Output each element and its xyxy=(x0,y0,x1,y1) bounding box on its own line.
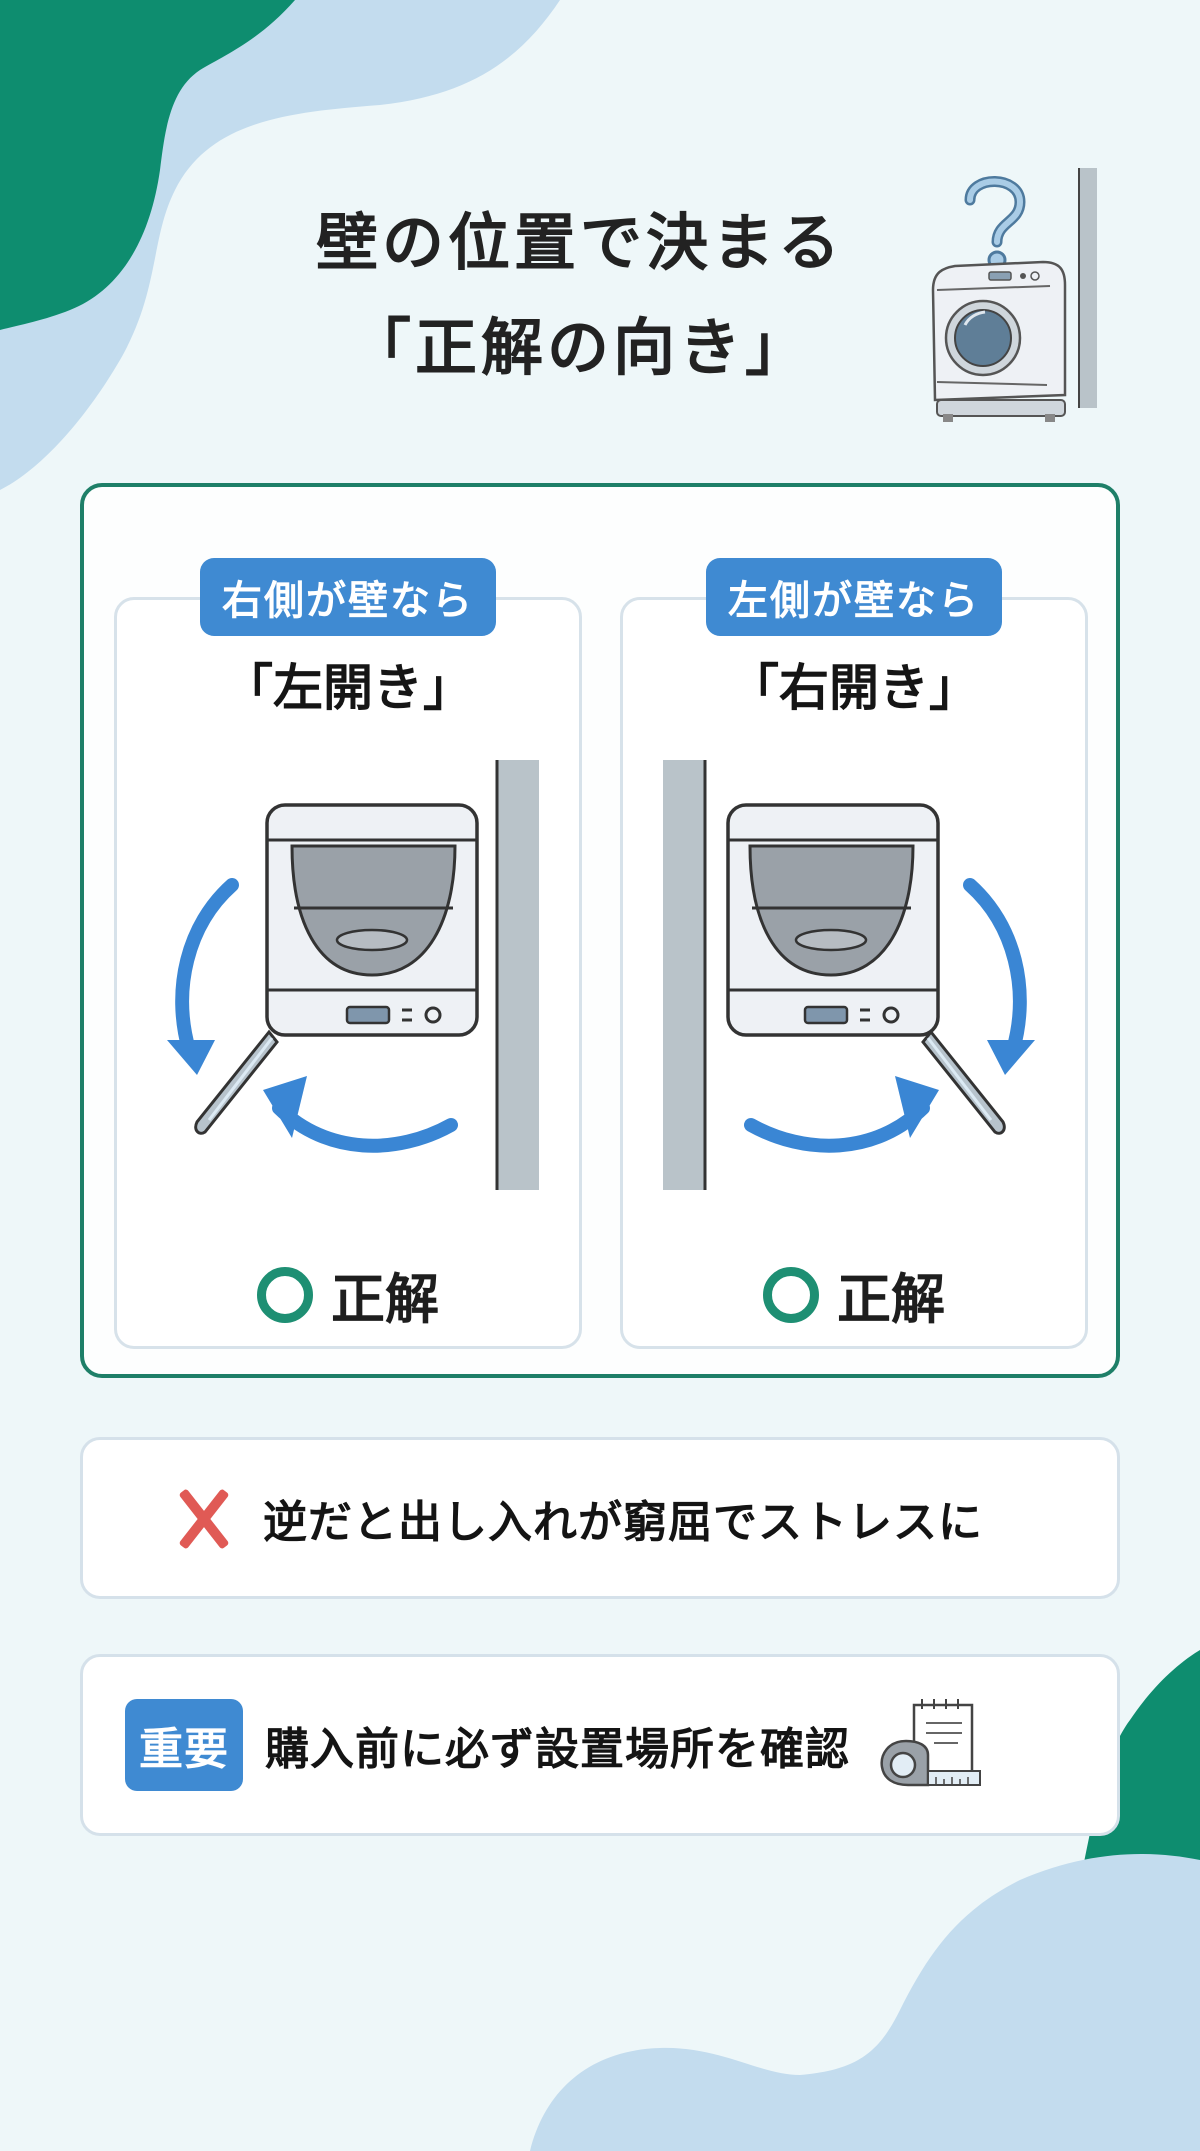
rotation-arrow-icon xyxy=(744,878,1035,1153)
title-illustration xyxy=(931,168,1097,422)
panel-wall-left: 左側が壁なら 「右開き」 xyxy=(620,558,1088,1349)
tape-measure-notepad-icon xyxy=(880,1699,981,1787)
cross-icon xyxy=(171,1486,235,1550)
panel-wall-right: 右側が壁なら 「左開き」 xyxy=(114,558,582,1349)
panel-result: 正解 xyxy=(117,1255,579,1334)
wall-icon xyxy=(1078,168,1097,408)
top-load-washer-icon xyxy=(265,803,479,1037)
panel-heading: 「右開き」 xyxy=(729,659,979,717)
open-door-icon xyxy=(921,1029,1006,1135)
panel-heading: 「左開き」 xyxy=(223,659,473,717)
open-door-icon xyxy=(194,1029,279,1135)
drum-washer-icon xyxy=(931,260,1067,422)
orientation-comparison-card: 右側が壁なら 「左開き」 xyxy=(80,483,1120,1378)
important-badge: 重要 xyxy=(125,1699,243,1791)
panel-tag: 右側が壁なら xyxy=(200,558,496,636)
rotation-arrow-icon xyxy=(167,878,458,1153)
panel-result: 正解 xyxy=(623,1255,1085,1334)
left-opening-washer-illustration xyxy=(167,760,539,1190)
question-mark-icon xyxy=(964,176,1026,270)
right-opening-washer-illustration xyxy=(663,760,1035,1190)
title-line-2: 「正解の向き」 xyxy=(348,311,811,384)
circle-ok-icon xyxy=(763,1266,819,1323)
title-line-1: 壁の位置で決まる xyxy=(315,206,844,279)
result-label: 正解 xyxy=(837,1268,945,1331)
top-load-washer-icon xyxy=(726,803,940,1037)
panel-tag: 左側が壁なら xyxy=(706,558,1002,636)
result-label: 正解 xyxy=(331,1268,439,1331)
warning-card: 逆だと出し入れが窮屈でストレスに xyxy=(80,1437,1120,1599)
circle-ok-icon xyxy=(257,1266,313,1323)
wall-icon xyxy=(495,760,539,1190)
wall-icon xyxy=(663,760,707,1190)
important-text: 購入前に必ず設置場所を確認 xyxy=(265,1724,850,1775)
important-card: 重要 購入前に必ず設置場所を確認 xyxy=(80,1654,1120,1836)
page-title: 壁の位置で決まる 「正解の向き」 xyxy=(190,190,970,400)
warning-text: 逆だと出し入れが窮屈でストレスに xyxy=(263,1497,983,1548)
